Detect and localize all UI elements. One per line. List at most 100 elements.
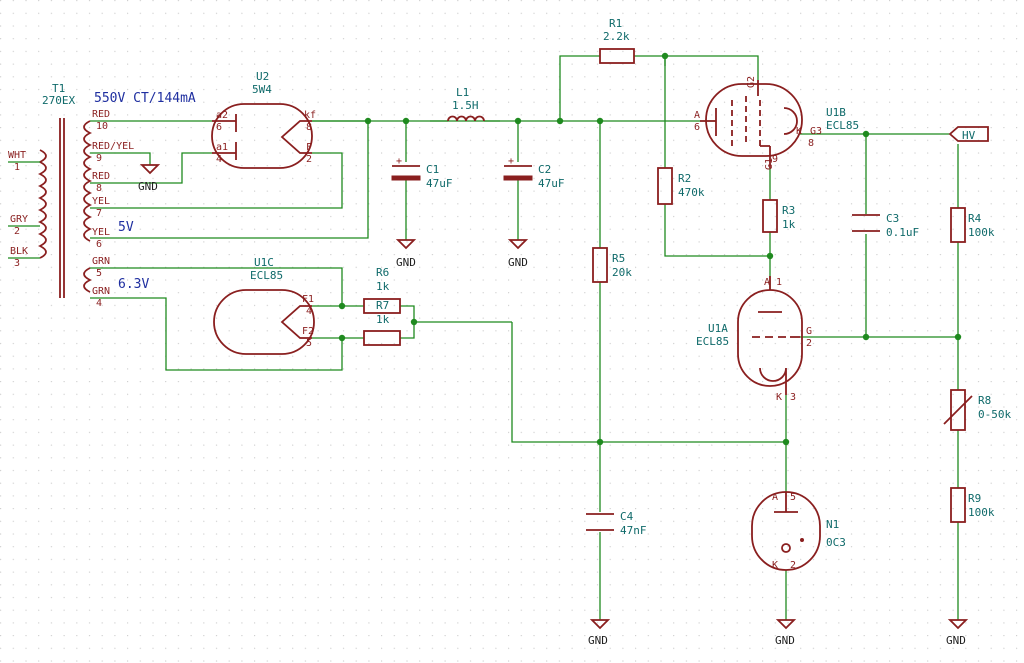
u1a-pin3: 3 xyxy=(790,392,796,403)
u1b-ref: U1B xyxy=(826,106,846,119)
rectifier-u2[interactable]: U2 5W4 a2 6 a1 4 kf 8 F 2 xyxy=(211,70,316,169)
heater-u1c[interactable]: U1C ECL85 F1 4 F2 5 xyxy=(213,256,315,355)
svg-text:GND: GND xyxy=(775,634,795,647)
resistor-r2[interactable]: R2 470k xyxy=(657,167,705,205)
r9-value: 100k xyxy=(968,506,995,519)
c1-ref: C1 xyxy=(426,163,439,176)
sec-7-color: YEL xyxy=(92,196,110,207)
regulator-n1[interactable]: A 5 K 2 N1 0C3 xyxy=(751,491,846,571)
pri-2-color: GRY xyxy=(10,214,28,225)
r4-ref: R4 xyxy=(968,212,982,225)
r2-ref: R2 xyxy=(678,172,691,185)
r9-ref: R9 xyxy=(968,492,981,505)
t1-note-6v3: 6.3V xyxy=(118,277,149,292)
u2-value: 5W4 xyxy=(252,83,272,96)
u2-kf: kf xyxy=(304,110,316,121)
sec-5-color: GRN xyxy=(92,256,110,267)
r7-value: 1k xyxy=(376,313,390,326)
resistor-r9[interactable]: R9 100k xyxy=(950,487,995,523)
u1b-pin6: 6 xyxy=(694,122,700,133)
u1c-f1: F1 xyxy=(302,294,314,305)
u1b-pin8: 8 xyxy=(808,138,814,149)
hv-label: HV xyxy=(962,129,976,142)
u1a-g: G xyxy=(806,326,812,337)
u2-ref: U2 xyxy=(256,70,269,83)
n1-a: A xyxy=(772,492,778,503)
sec-8-pin: 8 xyxy=(96,183,102,194)
resistor-r1[interactable]: R1 2.2k xyxy=(599,17,635,64)
u1c-f2: F2 xyxy=(302,326,314,337)
svg-text:+: + xyxy=(396,156,402,167)
resistor-r6[interactable]: R6 1k xyxy=(363,266,401,314)
pri-2-pin: 2 xyxy=(14,226,20,237)
n1-k: K xyxy=(772,560,778,571)
u1c-ref: U1C xyxy=(254,256,274,269)
u1a-pin1: 1 xyxy=(776,277,782,288)
n1-value: 0C3 xyxy=(826,536,846,549)
u1a-a: A xyxy=(764,277,770,288)
u2-pin4: 4 xyxy=(216,154,222,165)
l1-ref: L1 xyxy=(456,86,469,99)
svg-text:GND: GND xyxy=(396,256,416,269)
capacitor-c3[interactable]: C3 0.1uF xyxy=(852,212,919,239)
svg-text:GND: GND xyxy=(508,256,528,269)
svg-text:GND: GND xyxy=(588,634,608,647)
sec-8-color: RED xyxy=(92,171,110,182)
svg-text:+: + xyxy=(508,156,514,167)
capacitor-c4[interactable]: C4 47nF xyxy=(586,510,647,537)
r6-value: 1k xyxy=(376,280,390,293)
r1-value: 2.2k xyxy=(603,30,630,43)
u1b-pin9: 9 xyxy=(772,154,778,165)
u2-pin6: 6 xyxy=(216,122,222,133)
capacitor-c1[interactable]: + C1 47uF xyxy=(391,156,453,190)
u2-f: F xyxy=(306,142,312,153)
resistor-r5[interactable]: R5 20k xyxy=(592,247,632,283)
u1c-value: ECL85 xyxy=(250,269,283,282)
sec-4-color: GRN xyxy=(92,286,110,297)
resistor-r8[interactable]: R8 0-50k xyxy=(943,389,1011,431)
r6-ref: R6 xyxy=(376,266,389,279)
transformer-t1[interactable]: T1 270EX 550V CT/144mA 5V 6.3V WHT 1 GRY… xyxy=(8,82,196,309)
sec-6-color: YEL xyxy=(92,227,110,238)
n1-ref: N1 xyxy=(826,518,839,531)
sec-7-pin: 7 xyxy=(96,208,102,219)
sec-9-pin: 9 xyxy=(96,153,102,164)
u2-a1: a1 xyxy=(216,142,228,153)
gnd-symbol-t1: GND xyxy=(138,164,161,193)
r3-ref: R3 xyxy=(782,204,795,217)
triode-u1a[interactable]: A 1 G 2 K 3 U1A ECL85 xyxy=(696,276,812,403)
svg-text:GND: GND xyxy=(946,634,966,647)
c4-ref: C4 xyxy=(620,510,634,523)
resistor-r4[interactable]: R4 100k xyxy=(950,207,995,243)
r1-ref: R1 xyxy=(609,17,622,30)
t1-ref: T1 xyxy=(52,82,65,95)
t1-note-5v: 5V xyxy=(118,220,134,235)
pri-3-color: BLK xyxy=(10,246,28,257)
sec-6-pin: 6 xyxy=(96,239,102,250)
gnd-label: GND xyxy=(138,180,158,193)
resistor-r7[interactable]: R7 1k xyxy=(363,299,401,346)
r8-ref: R8 xyxy=(978,394,991,407)
resistor-r3[interactable]: R3 1k xyxy=(762,199,796,233)
capacitor-c2[interactable]: + C2 47uF xyxy=(503,156,565,190)
r2-value: 470k xyxy=(678,186,705,199)
sec-4-pin: 4 xyxy=(96,298,102,309)
sec-10-color: RED xyxy=(92,109,110,120)
u1b-value: ECL85 xyxy=(826,119,859,132)
u2-a2: a2 xyxy=(216,110,228,121)
n1-pin5: 5 xyxy=(790,492,796,503)
gnd-symbols: GND GND GND GND GND xyxy=(395,239,969,647)
u1b-a: A xyxy=(694,110,700,121)
r8-value: 0-50k xyxy=(978,408,1011,421)
pri-1-color: WHT xyxy=(8,150,26,161)
c1-value: 47uF xyxy=(426,177,453,190)
r5-ref: R5 xyxy=(612,252,625,265)
hv-net-label[interactable]: HV xyxy=(948,126,989,142)
u1b-k: K xyxy=(796,126,802,137)
l1-value: 1.5H xyxy=(452,99,479,112)
u1b-g3: G3 xyxy=(810,126,822,137)
pentode-u1b[interactable]: A 6 G2 G1 9 K G3 8 U1B ECL85 xyxy=(694,76,859,170)
t1-note-hv: 550V CT/144mA xyxy=(94,91,196,106)
inductor-l1[interactable]: L1 1.5H xyxy=(430,86,500,122)
